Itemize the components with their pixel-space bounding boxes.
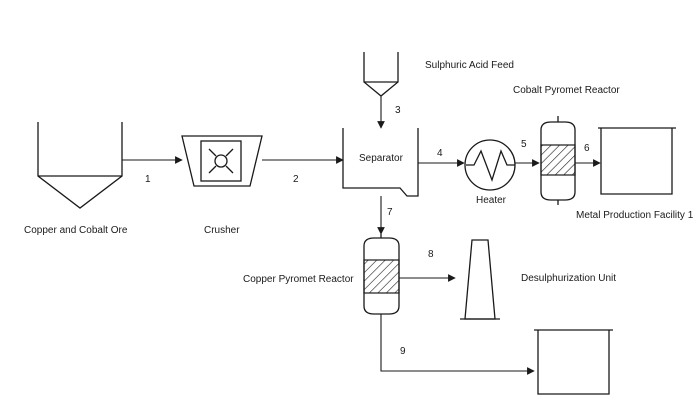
ore-label: Copper and Cobalt Ore (24, 225, 128, 236)
desulph-label: Desulphurization Unit (521, 273, 616, 284)
copper-reactor-label: Copper Pyromet Reactor (243, 274, 354, 285)
stream-1-label: 1 (145, 174, 151, 185)
crusher-unit (181, 135, 263, 187)
bottom-tank (534, 329, 613, 395)
cobalt-reactor-label: Cobalt Pyromet Reactor (513, 85, 620, 96)
acid-feed-hopper (363, 52, 399, 97)
stream-4-label: 4 (437, 148, 443, 159)
stream-6-label: 6 (584, 143, 590, 154)
metal-production-tank (598, 127, 676, 195)
stream-3-label: 3 (395, 105, 401, 116)
heater-exchanger (464, 139, 516, 191)
stream-8-label: 8 (428, 249, 434, 260)
acid-feed-label: Sulphuric Acid Feed (425, 60, 514, 71)
separator-label: Separator (359, 153, 404, 164)
copper-reactor (363, 234, 400, 315)
cobalt-reactor (540, 116, 576, 205)
separator-vessel (342, 128, 419, 197)
stream-9-arrow (380, 314, 535, 375)
crusher-label: Crusher (204, 225, 240, 236)
metal-facility-label: Metal Production Facility 1 (576, 210, 694, 221)
stream-2-label: 2 (293, 174, 299, 185)
desulphurization-stack (460, 239, 500, 320)
stream-9-label: 9 (400, 346, 406, 357)
ore-hopper (37, 122, 123, 209)
heater-label: Heater (476, 195, 507, 206)
stream-5-label: 5 (521, 139, 527, 150)
stream-7-label: 7 (387, 207, 393, 218)
